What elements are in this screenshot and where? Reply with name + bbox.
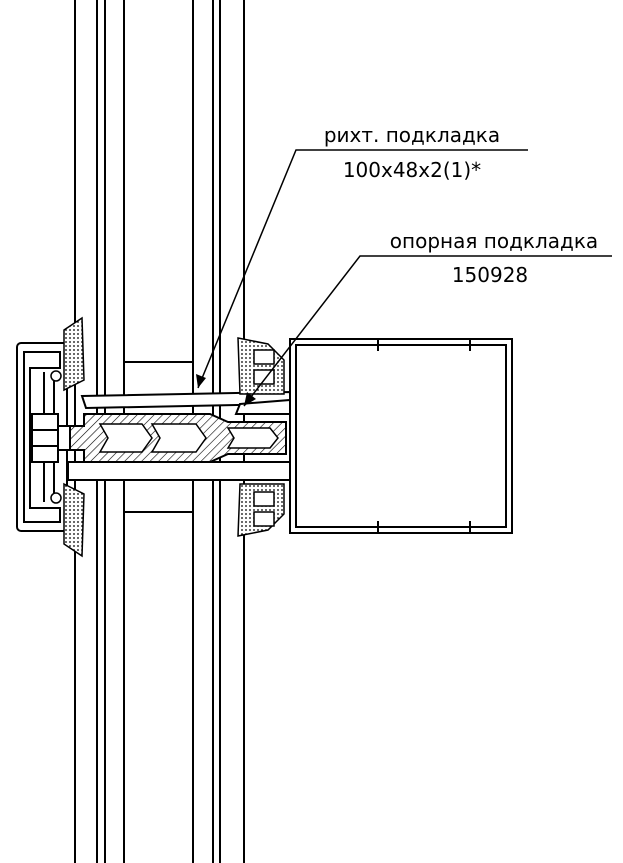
callout-support-shim: опорная подкладка 150928 xyxy=(243,229,612,407)
lower-anchor-plate xyxy=(67,461,291,481)
leader-line-support xyxy=(243,255,612,407)
outer-gaskets xyxy=(50,316,85,558)
callout-leveling-shim: рихт. подкладка 100х48х2(1)* xyxy=(196,123,528,389)
callout-support-name: опорная подкладка xyxy=(390,229,598,253)
callout-shim-size: 100х48х2(1)* xyxy=(343,158,481,182)
leader-arrow-shim xyxy=(196,374,206,388)
mullion-profile xyxy=(289,338,513,534)
thermal-break-chambers xyxy=(98,423,279,453)
callout-shim-name: рихт. подкладка xyxy=(324,123,500,147)
leader-line-shim xyxy=(197,149,528,389)
leader-arrow-support xyxy=(244,392,256,406)
callout-support-code: 150928 xyxy=(452,263,528,287)
inner-gaskets xyxy=(237,337,285,537)
